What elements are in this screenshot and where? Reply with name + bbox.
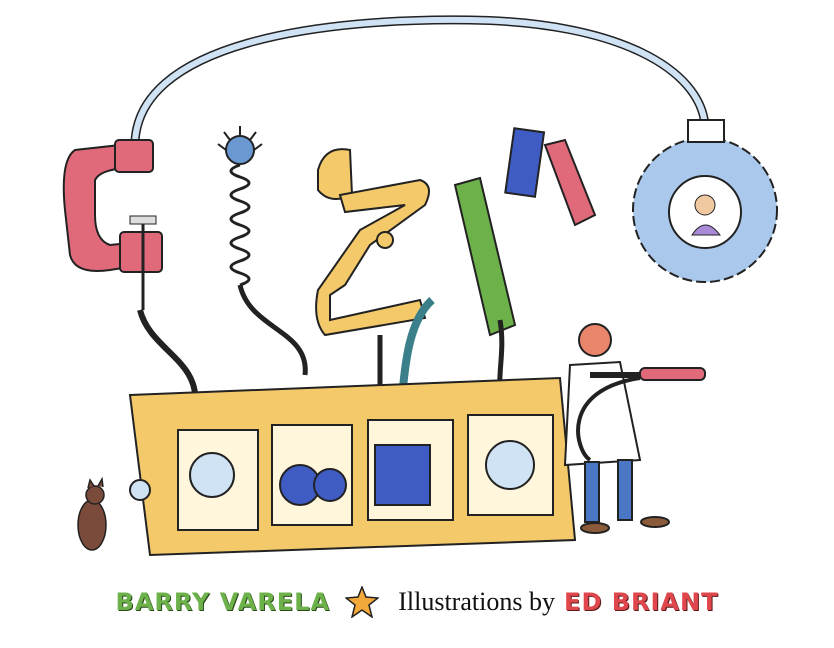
author-name: BARRY VARELA: [115, 588, 331, 616]
cat-figure: [77, 476, 107, 551]
machine-box: [128, 376, 577, 557]
spring-letter-i: [217, 126, 308, 376]
clamp-letter-g: [62, 139, 199, 406]
scientist-figure: [563, 323, 706, 534]
pipe-letter-z: [315, 148, 435, 401]
overhead-hose: [130, 15, 710, 151]
illustrations-by-label: Illustrations by: [398, 587, 555, 616]
blocks-letter-m: [453, 127, 597, 396]
gear-letter-o: [632, 119, 778, 283]
illustrator-name: ED BRIANT: [564, 588, 719, 616]
star-icon: [345, 586, 380, 618]
cover-credits: BARRY VARELA Illustrations by ED BRIANT: [0, 586, 834, 618]
